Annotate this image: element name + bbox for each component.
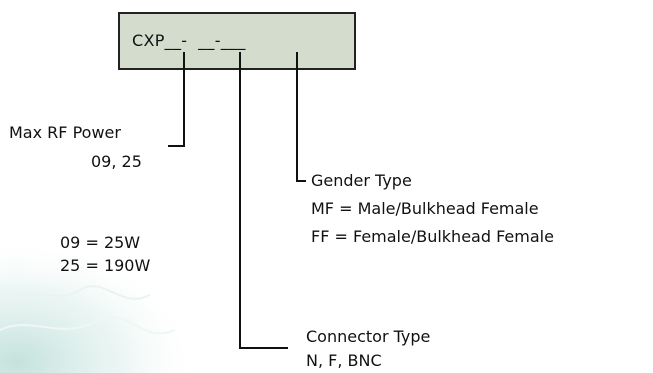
gender-type-ff: FF = Female/Bulkhead Female [311,227,554,246]
max-rf-power-options: 09, 25 [91,152,142,171]
connector-type-label: Connector Type [306,327,431,346]
part-number-box [118,12,356,70]
leader-gender-type [296,52,306,182]
part-number-pattern: CXP__- __-___ [132,31,246,50]
gender-type-label: Gender Type [311,171,412,190]
connector-type-options: N, F, BNC [306,351,382,370]
gender-type-mf: MF = Male/Bulkhead Female [311,199,539,218]
max-rf-power-label: Max RF Power [9,123,121,142]
leader-max-rf-power [168,52,185,147]
power-map-row-2: 25 = 190W [60,256,151,275]
power-map-row-1: 09 = 25W [60,233,141,252]
leader-connector-type [239,52,288,349]
